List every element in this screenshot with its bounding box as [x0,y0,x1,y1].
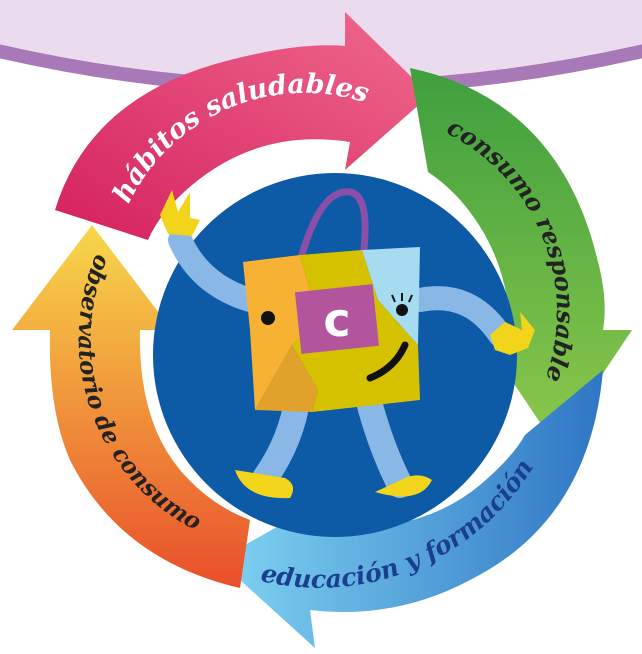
right-eye [396,304,408,316]
arrow-observatorio-consumo [12,225,250,588]
left-eye [261,311,275,325]
right-shoe [375,475,432,497]
left-hand [160,190,200,236]
c-emblem: c [294,284,380,354]
bag-body: c [243,247,420,412]
smile [366,341,409,382]
mascot-group: c [153,173,535,537]
arms [160,190,535,355]
right-hand [490,312,535,355]
cycle-arrows [12,12,632,648]
eyelashes [391,293,413,303]
arrow-habitos-saludables [55,12,430,240]
arrow-educacion-formacion [218,370,603,648]
top-banner [0,0,642,95]
emblem-letter: c [323,293,350,347]
arrow-consumo-responsable [410,68,632,445]
left-shoe [235,470,294,499]
bag-handle [296,188,369,269]
